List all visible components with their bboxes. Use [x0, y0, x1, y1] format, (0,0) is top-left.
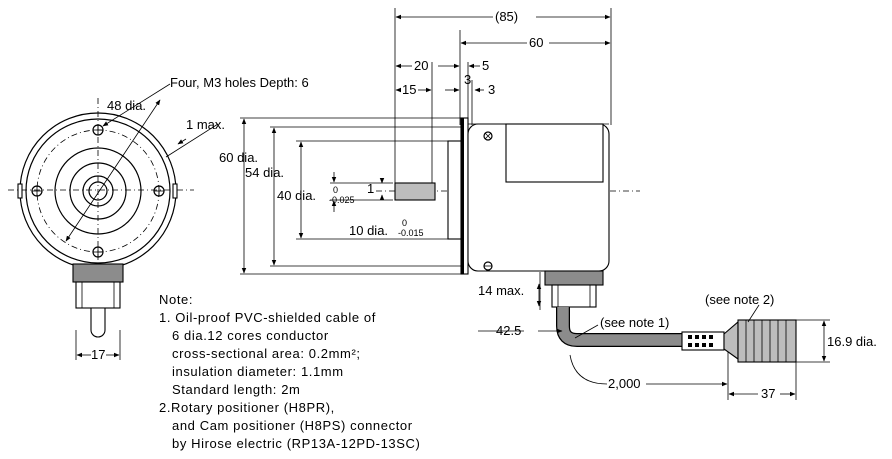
note-line: 1. Oil-proof PVC-shielded cable of: [159, 310, 376, 325]
front-view: 17: [8, 83, 219, 362]
max-1-label: 1 max.: [186, 117, 225, 132]
dim-20-label: 20: [414, 58, 428, 73]
dia-60-label: 60 dia.: [219, 150, 258, 165]
dim-15-label: 15: [402, 82, 416, 97]
dia-48-label: 48 dia.: [107, 98, 146, 113]
notes-block: Note: 1. Oil-proof PVC-shielded cable of…: [159, 292, 420, 451]
dim-3b-label: 3: [488, 82, 495, 97]
note-line: insulation diameter: 1.1mm: [172, 364, 344, 379]
dim-2000-label: 2,000: [608, 376, 641, 391]
see-note-2-label: (see note 2): [705, 292, 774, 307]
note-line: 6 dia.12 cores conductor: [172, 328, 329, 343]
note-line: 2.Rotary positioner (H8PR),: [159, 400, 335, 415]
note-line: and Cam positioner (H8PS) connector: [172, 418, 413, 433]
dim-3a-label: 3: [464, 72, 471, 87]
connector: [681, 319, 797, 363]
dia-40-tol-bottom: -0.025: [329, 195, 355, 205]
dia-16-9-label: 16.9 dia.: [827, 334, 877, 349]
holes-label: Four, M3 holes Depth: 6: [170, 75, 309, 90]
see-note-1-label: (see note 1): [600, 315, 669, 330]
note-line: cross-sectional area: 0.2mm²;: [172, 346, 361, 361]
side-view: [240, 8, 830, 400]
dia-54-label: 54 dia.: [245, 165, 284, 180]
dia-10-tol-top: 0: [402, 218, 407, 228]
dim-60-label: 60: [529, 35, 543, 50]
dia-40-tol-top: 0: [333, 185, 338, 195]
dim-42-5-label: 42.5: [496, 323, 521, 338]
note-line: Standard length: 2m: [172, 382, 300, 397]
note-line: by Hirose electric (RP13A-12PD-13SC): [172, 436, 420, 451]
dim-37-label: 37: [761, 386, 775, 401]
note-heading: Note:: [159, 292, 193, 307]
one-label: 1: [367, 181, 374, 196]
dim-85-label: (85): [495, 9, 518, 24]
max-14-label: 14 max.: [478, 283, 524, 298]
dia-10-label: 10 dia.: [349, 223, 388, 238]
dia-40-label: 40 dia.: [277, 188, 316, 203]
dim-17-label: 17: [91, 347, 105, 362]
dim-5-label: 5: [482, 58, 489, 73]
dia-10-tol-bottom: -0.015: [398, 228, 424, 238]
